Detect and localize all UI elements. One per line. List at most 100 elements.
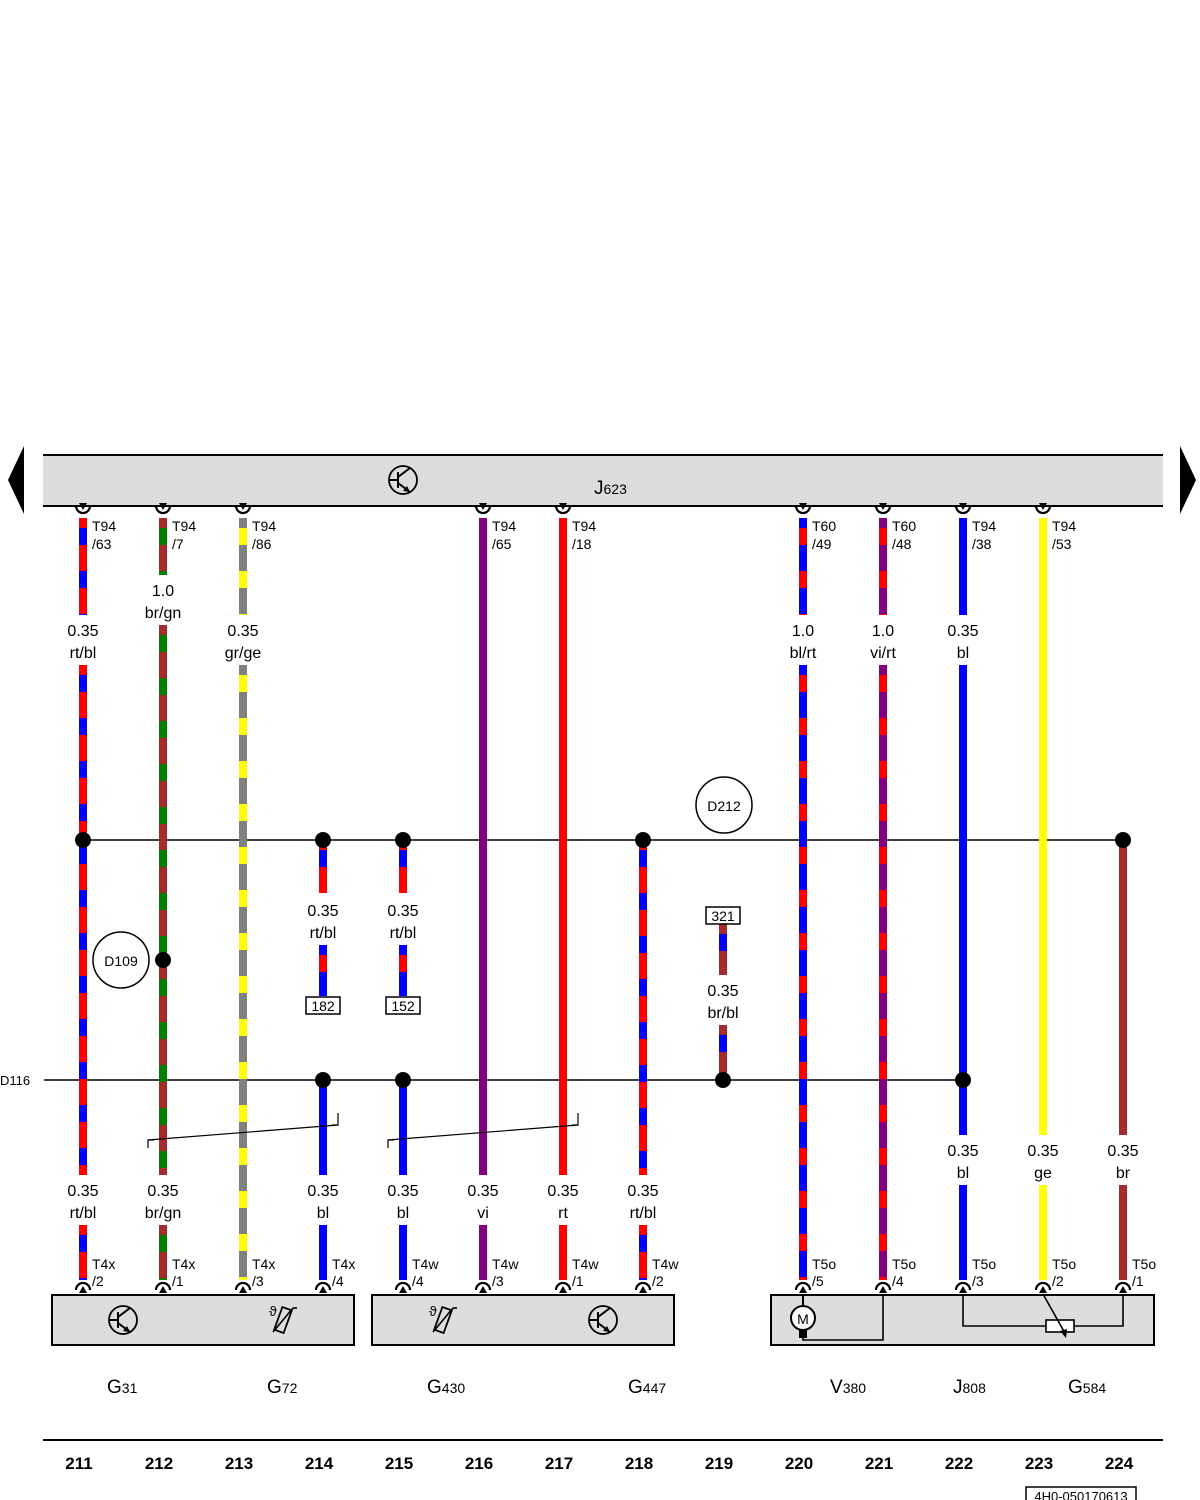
top-pin-connector-220: T60 (812, 518, 836, 534)
column-number-215: 215 (385, 1454, 413, 1473)
top-pin-connector-212: T94 (172, 518, 196, 534)
bottom-pin-icon-218-arc (634, 1281, 652, 1291)
bottom-pin-icon-215-arc (394, 1281, 412, 1291)
transistor-icon-arrow (603, 1326, 610, 1332)
component-label-J808: J808 (953, 1377, 986, 1398)
connection-label-d212: D212 (707, 798, 741, 814)
top-pin-number-220: /49 (812, 536, 832, 552)
top-pin-icon-212-arc (154, 505, 172, 515)
motor-icon-letter: M (797, 1311, 809, 1327)
bottom-pin-icon-223 (1034, 1281, 1052, 1293)
top-wire-size-222: 0.35 (947, 623, 978, 640)
component-label-V380: V380 (830, 1377, 866, 1398)
bottom-pin-connector-215: T4w (412, 1256, 439, 1272)
bottom-pin-number-211: /2 (92, 1273, 104, 1289)
bottom-wire-color-215: bl (397, 1205, 409, 1222)
top-pin-icon-220-tip (799, 503, 807, 510)
bottom-pin-number-214: /4 (332, 1273, 344, 1289)
top-pin-number-213: /86 (252, 536, 272, 552)
reference-321-box[interactable] (705, 906, 741, 925)
branch-wire-color-219: br/bl (707, 1005, 738, 1022)
bottom-pin-icon-214-arc (314, 1281, 332, 1291)
junction-dot (75, 832, 91, 848)
transistor-icon-arrow (403, 486, 410, 492)
drawing-number-box (1025, 1486, 1137, 1500)
top-pin-connector-213: T94 (252, 518, 276, 534)
bottom-pin-number-222: /3 (972, 1273, 984, 1289)
bottom-pin-icon-218-tip (639, 1286, 647, 1293)
bottom-wire-size-215: 0.35 (387, 1183, 418, 1200)
top-pin-icon-212-tip (159, 503, 167, 510)
bottom-pin-icon-214 (314, 1281, 332, 1293)
bottom-pin-connector-216: T4w (492, 1256, 519, 1272)
bottom-pin-icon-211-tip (79, 1286, 87, 1293)
reference-182-box[interactable] (305, 996, 341, 1015)
top-wire-color-212: br/gn (145, 605, 181, 622)
top-pin-icon-213 (234, 503, 252, 515)
top-pin-icon-211-tip (79, 503, 87, 510)
bottom-pin-icon-217-arc (554, 1281, 572, 1291)
thermistor-icon-slash (272, 1307, 294, 1333)
top-wire-color-213: gr/ge (225, 645, 262, 662)
bottom-pin-icon-224-arc (1114, 1281, 1132, 1291)
bottom-wire-size-211: 0.35 (67, 1183, 98, 1200)
thermistor-icon-theta: ϑ (429, 1303, 437, 1319)
shield-bracket-g31-line (147, 1124, 339, 1141)
bottom-pin-icon-212-arc (154, 1281, 172, 1291)
top-pin-icon-216 (474, 503, 492, 515)
bottom-pin-number-215: /4 (412, 1273, 424, 1289)
top-wire-size-221: 1.0 (872, 623, 894, 640)
top-pin-icon-211-arc (74, 505, 92, 515)
component-label-G447: G447 (628, 1377, 666, 1398)
bottom-pin-connector-223: T5o (1052, 1256, 1076, 1272)
bottom-pin-icon-222 (954, 1281, 972, 1293)
shield-bracket-g31-left (147, 1139, 154, 1148)
column-number-217: 217 (545, 1454, 573, 1473)
arrow-right-icon[interactable] (1180, 446, 1196, 514)
top-pin-icon-220-arc (794, 505, 812, 515)
top-pin-connector-222: T94 (972, 518, 996, 534)
reference-152-box[interactable] (385, 996, 421, 1015)
top-wire-color-220: bl/rt (790, 645, 817, 662)
bottom-wire-color-212: br/gn (145, 1205, 181, 1222)
potentiometer-icon (962, 1293, 1124, 1338)
bottom-wire-size-218: 0.35 (627, 1183, 658, 1200)
top-wire-size-212: 1.0 (152, 583, 174, 600)
motor-icon: M (790, 1294, 884, 1341)
column-number-224: 224 (1105, 1454, 1134, 1473)
bottom-pin-icon-216-tip (479, 1286, 487, 1293)
thermistor-icon-body (273, 1305, 293, 1335)
transistor-icon-collector (597, 1307, 611, 1318)
top-pin-icon-222-arc (954, 505, 972, 515)
bottom-pin-number-212: /1 (172, 1273, 184, 1289)
bottom-pin-icon-216 (474, 1281, 492, 1293)
top-pin-connector-221: T60 (892, 518, 916, 534)
bottom-wire-color-224: br (1116, 1165, 1131, 1182)
bottom-pin-icon-211-arc (74, 1281, 92, 1291)
bottom-pin-connector-221: T5o (892, 1256, 916, 1272)
junction-dot (315, 832, 331, 848)
bottom-pin-icon-218 (634, 1281, 652, 1293)
bottom-pin-number-220: /5 (812, 1273, 824, 1289)
branch-wire-size-214: 0.35 (307, 903, 338, 920)
top-pin-number-222: /38 (972, 536, 992, 552)
top-pin-number-216: /65 (492, 536, 512, 552)
top-pin-icon-223-tip (1039, 503, 1047, 510)
branch-wire-size-219: 0.35 (707, 983, 738, 1000)
thermistor-icon: ϑ (269, 1303, 297, 1335)
shield-bracket-g430-right (572, 1113, 579, 1126)
top-pin-icon-217-arc (554, 505, 572, 515)
bottom-pin-connector-220: T5o (812, 1256, 836, 1272)
component-label-G72: G72 (267, 1377, 298, 1398)
column-number-211: 211 (65, 1454, 92, 1473)
top-pin-number-221: /48 (892, 536, 912, 552)
bottom-pin-number-218: /2 (652, 1273, 664, 1289)
top-pin-icon-212 (154, 503, 172, 515)
transistor-icon (388, 465, 418, 495)
top-pin-connector-211: T94 (92, 518, 116, 534)
column-number-213: 213 (225, 1454, 253, 1473)
junction-dot (1115, 832, 1131, 848)
arrow-left-icon[interactable] (8, 446, 24, 514)
top-pin-number-212: /7 (172, 536, 184, 552)
